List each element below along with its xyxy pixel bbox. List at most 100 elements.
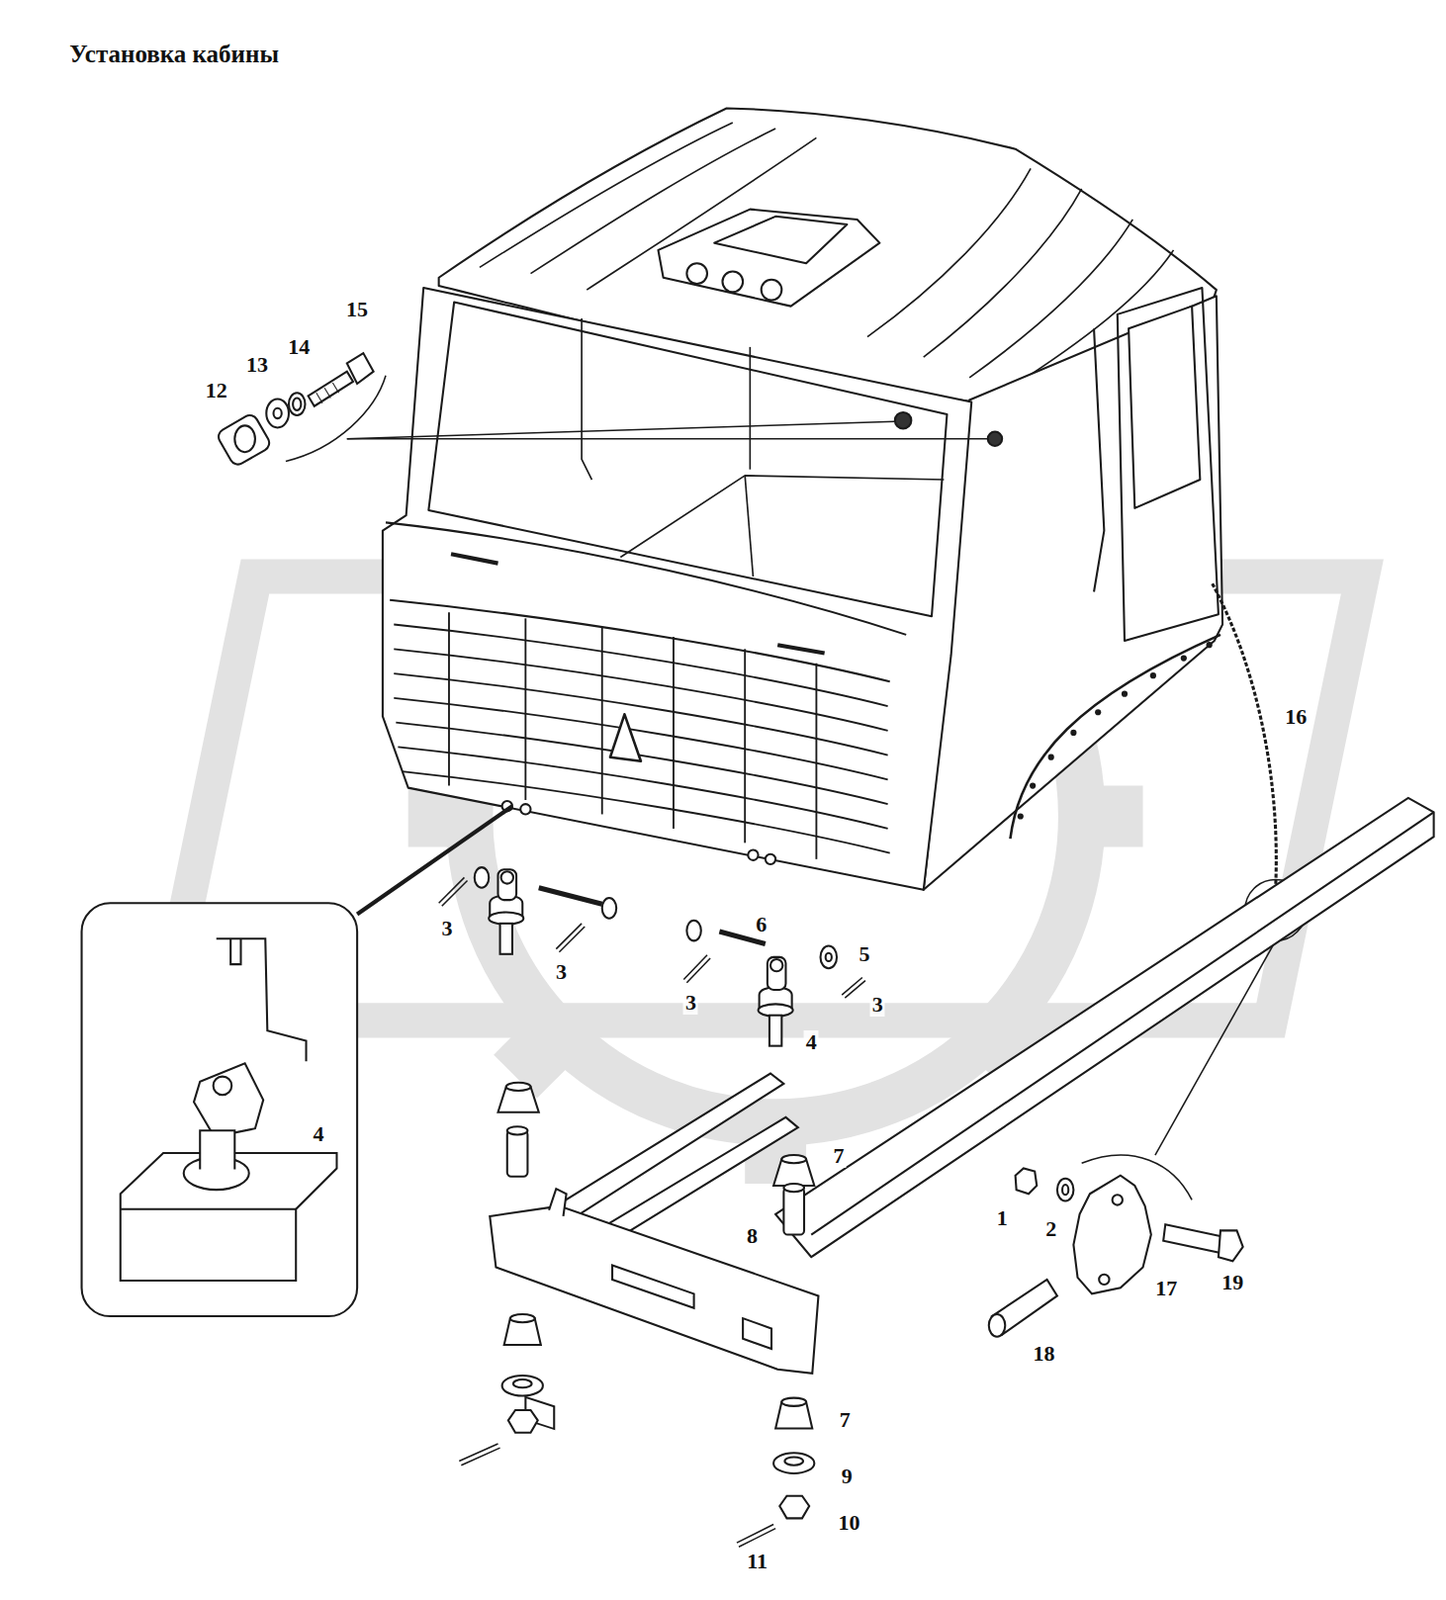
frame-parts-part [548, 1188, 567, 1217]
callout-number: 4 [310, 1122, 326, 1147]
frame-parts-part [460, 1447, 500, 1466]
cab-body-part-part [393, 673, 888, 756]
plate-fasteners-part [1218, 1230, 1244, 1262]
frame-parts-part [779, 1496, 810, 1520]
frame-parts-part [510, 1314, 536, 1323]
hinge-parts-part [474, 867, 489, 889]
hinge-parts-part [555, 923, 582, 950]
plate-fasteners-part [1073, 1175, 1151, 1295]
fastener-group-part-part [316, 392, 323, 403]
callout-number: 3 [683, 991, 699, 1015]
plate-fasteners-part [1062, 1184, 1069, 1195]
frame-parts-part [507, 1130, 529, 1176]
frame-parts [458, 798, 1434, 1547]
cab-body-part [451, 553, 498, 563]
frame-parts-part [736, 1525, 774, 1544]
frame-parts-part [738, 1529, 776, 1548]
cab-body-part [777, 644, 824, 653]
callout-number: 3 [439, 916, 454, 941]
cab-body-part [765, 854, 776, 865]
fastener-group-part [316, 382, 340, 404]
frame-parts-part [507, 1126, 529, 1135]
cab-body-part-part [749, 347, 752, 470]
cab-body-part [895, 412, 912, 430]
hinge-parts-part [686, 958, 711, 984]
frame-parts-part [783, 1183, 805, 1192]
cab-body-part [686, 263, 708, 284]
frame-parts-part [506, 1083, 532, 1091]
fastener-group-part-part [332, 382, 339, 393]
cab-body-part-part [1206, 641, 1213, 648]
hinge-parts-part [820, 946, 838, 970]
cab-body-part [923, 295, 1223, 890]
fastener-group [215, 353, 989, 468]
frame-parts-part [781, 1398, 807, 1407]
fastener-group-part [234, 425, 256, 452]
fastener-group-part [308, 371, 354, 407]
callout-number: 19 [1219, 1270, 1246, 1295]
hinge-parts-part [767, 957, 787, 991]
frame-parts-part [612, 1265, 695, 1308]
cab-body-part [382, 287, 972, 891]
frame-parts-part [784, 1456, 804, 1465]
cab-body-part-part [744, 475, 753, 577]
detail-inset-part [213, 1077, 233, 1096]
cab-body-part-part [1121, 691, 1128, 698]
cab-body-part [1017, 641, 1213, 820]
cab-body-part-part [1180, 654, 1187, 661]
cab-body-part-part [672, 636, 675, 829]
cab-body-part-part [393, 625, 888, 708]
cab-body-part [520, 804, 531, 814]
plate-fasteners-part [1163, 1224, 1223, 1254]
plate-fasteners-part [1057, 1178, 1075, 1202]
hinge-parts-part [825, 953, 832, 962]
cab-body-part [385, 522, 906, 634]
cab-body-part [610, 714, 641, 761]
hinge-parts-part [501, 871, 514, 884]
cab-body-part-part [923, 188, 1083, 358]
hinge-parts-part [500, 923, 513, 955]
detail-inset-part [82, 903, 359, 1317]
frame-parts-part [513, 1379, 533, 1388]
cab-body-part-part [814, 663, 817, 860]
hinge-parts-part [439, 877, 465, 904]
callout-number: 8 [744, 1224, 760, 1249]
cab-body-part-part [620, 475, 944, 558]
cab-body-part-part [1070, 729, 1077, 736]
cab-body-part [747, 850, 758, 861]
callout-number: 18 [1030, 1342, 1057, 1366]
frame-parts-part [773, 1452, 814, 1474]
cab-body-part-part [1029, 782, 1036, 789]
hinge-parts [357, 806, 866, 1046]
fastener-group-part [347, 438, 989, 441]
frame-parts-part [783, 1187, 805, 1235]
watermark-logo-part-part [515, 1032, 559, 1077]
cab-body-part [657, 209, 880, 307]
fastener-group-part [266, 399, 289, 429]
cab-body-part-part [1150, 672, 1157, 679]
cab-body-part-part [867, 168, 1031, 337]
detail-inset-part [199, 1130, 235, 1170]
frame-parts-part [781, 1155, 807, 1164]
fastener-group-part-part [324, 387, 331, 398]
callout-number: 3 [553, 960, 569, 985]
callout-number: 6 [753, 912, 769, 937]
cab-body-part [722, 271, 743, 293]
hinge-parts-part [357, 806, 513, 914]
callout-number: 4 [804, 1030, 819, 1055]
frame-parts-part [502, 1375, 543, 1397]
detail-inset-part [230, 938, 241, 965]
cab-body-part-part [395, 723, 888, 806]
cab-body-part-part [1094, 709, 1101, 716]
frame-parts-part [811, 812, 1434, 1235]
fastener-group-part [273, 408, 282, 419]
cab-body-part-part [1048, 754, 1055, 761]
callout-number: 7 [831, 1144, 847, 1169]
callout-number: 15 [344, 297, 370, 322]
diagram-title: Установка кабины [69, 40, 279, 69]
cab-body-part [1117, 287, 1219, 641]
hinge-parts-part [602, 898, 617, 919]
ground-cable-part [1212, 583, 1277, 888]
frame-parts-part [508, 1410, 539, 1434]
